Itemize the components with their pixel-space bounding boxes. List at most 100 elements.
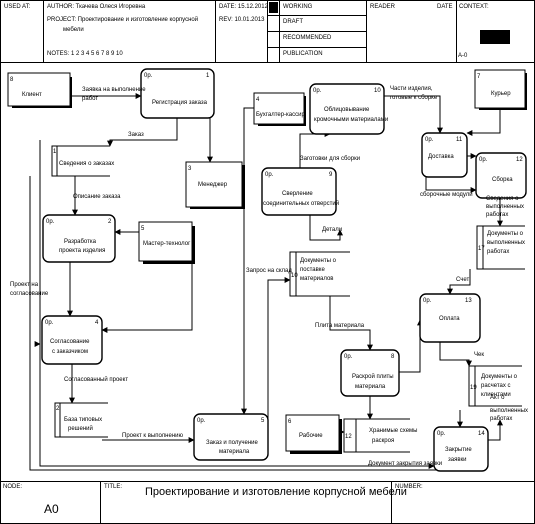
reader-label: READER [370,4,396,10]
external-label: Менеджер [198,182,228,188]
external-label: Мастер-технолог [143,241,191,247]
store-number: 19 [470,385,477,391]
header-divider [366,0,367,62]
store-label: Сведения о заказах [59,161,114,167]
process-op: 0р. [425,137,434,143]
used-at-label: USED AT: [4,4,31,10]
process-label: Сверление [282,191,313,197]
external-accountant: 4 Бухгалтер-кассир [253,92,306,126]
flow-label: Чек [474,352,484,358]
store-payment-docs: 19 Документы о расчетах с клиентами [468,365,522,407]
flow-label: Акт о [490,395,505,401]
process-label: соединительных отверстий [263,200,339,207]
flow-arrow [384,95,443,134]
header-divider [267,31,366,32]
process-number: 11 [456,137,463,143]
flow-label: Документ закрытия заявки [368,461,442,467]
process-design: 0р. 2 Разработка проекта изделия [42,214,116,263]
external-manager: 3 Менеджер [185,161,245,209]
external-master-technologist: 5 Мастер-технолог [138,221,195,264]
process-label: Согласование [50,339,90,345]
store-label: выполненных [487,240,525,246]
flow-label: Запрос на склад [246,268,292,274]
process-op: 0р. [144,73,153,79]
process-label: с заказчиком [52,349,88,355]
flow-label: работах [486,212,508,218]
flow-arrow [39,140,435,469]
external-label: Клиент [22,92,42,98]
status-draft: DRAFT [283,19,303,25]
flow-arrow [439,342,472,367]
flow-label: Сведения о [486,196,519,202]
process-op: 0р. [265,172,274,178]
flow-label: согласование [10,291,49,297]
store-label: База типовых [64,417,102,423]
store-number: 12 [345,434,352,440]
process-label: заявки [448,457,467,463]
store-label: клиентами [481,392,511,398]
process-number: 1 [206,73,210,79]
process-delivery: 0р. 11 Доставка [421,132,468,178]
reader-date-label: DATE [437,4,453,10]
flow-label: Части изделия, [390,86,433,92]
notes-field: NOTES: 1 2 3 4 5 6 7 8 9 10 [47,51,123,57]
process-label: Оплата [439,316,460,322]
store-label: раскроя [372,438,394,444]
flow-label: Заявка на выполнение [82,87,146,93]
external-number: 6 [288,419,292,425]
process-edging: 0р. 10 Облицовывание кромочными материал… [309,83,388,135]
header-divider [43,0,44,62]
process-label: Сборка [492,177,513,183]
flow-label: Счет [456,277,470,283]
process-label: материала [219,449,250,455]
flow-arrow [101,261,193,333]
process-material-order: 0р. 5 Заказ и получение материала [193,413,269,461]
store-standard-solutions: 2 База типовых решений [54,402,108,438]
store-completed-work-docs: 17 Документы о выполненных работах [476,225,525,270]
process-op: 0р. [197,418,206,424]
flow-arrow [399,319,423,373]
process-op: 0р. [45,320,54,326]
flow-label: работ [82,96,98,102]
external-label: Курьер [491,91,511,97]
process-approval: 0р. 4 Согласование с заказчиком [41,315,103,365]
store-orders: 1 Сведения о заказах [51,145,114,177]
node-value: A0 [44,502,59,516]
flow-arrow [488,419,503,441]
external-label: Бухгалтер-кассир [256,112,305,118]
revision-field: REV: 10.01.2013 [219,17,265,23]
title-label: TITLE: [104,484,123,490]
process-assembly: 0р. 12 Сборка [475,152,527,199]
flow-label: сборочные модули [420,192,473,198]
process-number: 5 [261,418,265,424]
flow-arrow [466,110,501,136]
external-number: 3 [188,166,192,172]
store-number: 10 [291,273,298,279]
process-label: Разработка [64,239,97,245]
process-label: материала [355,384,386,390]
flow-label: Описание заказа [73,194,121,200]
process-number: 10 [374,88,381,94]
status-marker [269,2,278,13]
process-label: Раскрой плиты [352,373,394,380]
store-cutting-schemes: 12 Хранимые схемы раскроя [343,418,418,453]
process-registration: 0р. 1 Регистрация заказа [140,68,215,119]
process-cutting: 0р. 8 Раскрой плиты материала [340,349,400,397]
status-recommended: RECOMMENDED [283,35,332,41]
flow-label: Заказ [128,132,144,138]
flow-arrow [299,131,331,168]
author-field: AUTHOR: Ткачева Олеся Игоревна [47,4,146,10]
process-number: 14 [478,431,485,437]
store-label: работах [487,249,509,255]
process-op: 0р. [437,431,446,437]
process-label: Облицовывание [324,107,370,113]
header-bottom-line [0,62,535,63]
context-label: CONTEXT: [459,4,489,10]
store-label: Хранимые схемы [369,428,418,434]
project-field: PROJECT: Проектирование и изготовление к… [47,17,199,23]
external-number: 7 [477,74,481,80]
process-number: 4 [95,320,99,326]
process-label: кромочными материалами [314,117,388,123]
header-divider [267,47,366,48]
header-divider [267,15,366,16]
